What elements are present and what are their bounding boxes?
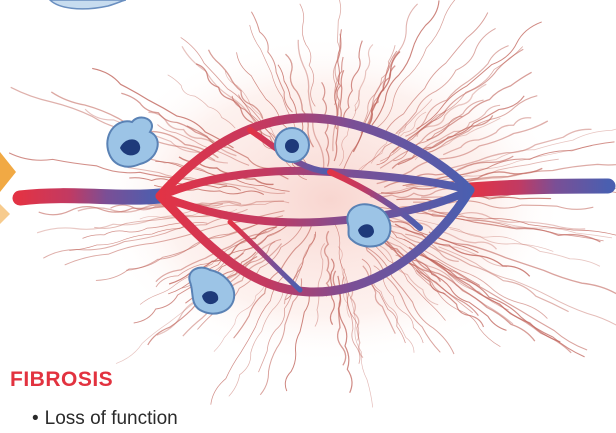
bullet-text: Loss of function — [45, 408, 178, 429]
side-arrow-fragment — [0, 152, 16, 224]
fibroblast-cell — [347, 204, 390, 246]
bullet-list: •Loss of function — [32, 408, 178, 430]
fibroblast-cell — [107, 117, 157, 166]
bullet-item: •Loss of function — [32, 408, 178, 430]
figure-title: FIBROSIS — [10, 368, 113, 392]
partial-cell-top-left — [50, 0, 126, 9]
fibroblast-cell — [275, 128, 309, 162]
vessel-main-right — [470, 186, 608, 190]
vessel-main-left — [20, 196, 160, 198]
